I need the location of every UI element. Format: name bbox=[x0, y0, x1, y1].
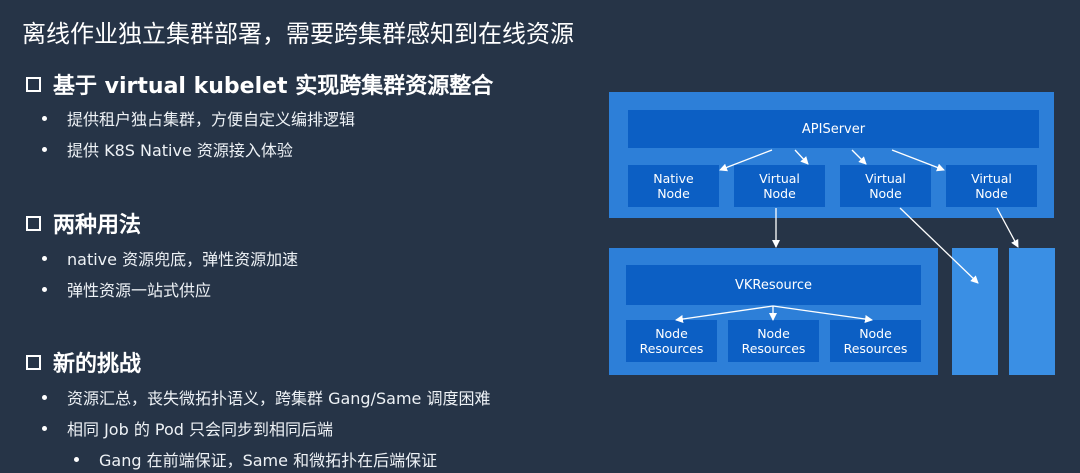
bullet-text: 资源汇总，丧失微拓扑语义，跨集群 Gang/Same 调度困难 bbox=[67, 389, 491, 408]
node-label-line2: Node bbox=[975, 186, 1008, 201]
section-heading-text: 新的挑战 bbox=[53, 352, 142, 377]
checkbox-square-icon bbox=[26, 76, 41, 92]
resource-label-line1: Node bbox=[757, 326, 790, 341]
resource-label-line2: Resources bbox=[843, 341, 908, 356]
arrow-vk-to-res3 bbox=[772, 305, 873, 323]
bullet-dot-icon bbox=[42, 146, 47, 152]
arrow-vnode-to-external2 bbox=[996, 207, 1019, 248]
node-resources-box: Node Resources bbox=[728, 320, 819, 362]
bullet-item: 资源汇总，丧失微拓扑语义，跨集群 Gang/Same 调度困难 bbox=[42, 385, 490, 409]
node-box-virtual: Virtual Node bbox=[734, 165, 825, 207]
vkresource-box: VKResource bbox=[626, 265, 921, 305]
bullet-item: 弹性资源一站式供应 bbox=[42, 277, 211, 301]
arrow-vnode-to-external1 bbox=[899, 207, 979, 284]
resource-label-line1: Node bbox=[859, 326, 892, 341]
bullet-text: 相同 Job 的 Pod 只会同步到相同后端 bbox=[67, 420, 334, 439]
bullet-dot-icon bbox=[42, 425, 47, 431]
external-cluster-box bbox=[1009, 248, 1055, 375]
bullet-item: native 资源兜底，弹性资源加速 bbox=[42, 246, 298, 270]
bullet-dot-icon bbox=[74, 456, 79, 462]
apiserver-label: APIServer bbox=[801, 121, 866, 137]
arrow-vk-to-res1 bbox=[675, 305, 774, 323]
node-label-line1: Virtual bbox=[759, 171, 800, 186]
node-resources-box: Node Resources bbox=[830, 320, 921, 362]
external-cluster-box bbox=[952, 248, 998, 375]
section-heading-text: 两种用法 bbox=[53, 213, 142, 238]
node-label-line2: Node bbox=[763, 186, 796, 201]
section-heading-challenge: 新的挑战 bbox=[26, 346, 141, 378]
node-box-virtual: Virtual Node bbox=[840, 165, 931, 207]
node-label-line2: Node bbox=[869, 186, 902, 201]
resource-label-line2: Resources bbox=[741, 341, 806, 356]
checkbox-square-icon bbox=[26, 354, 41, 370]
bullet-text: 提供 K8S Native 资源接入体验 bbox=[67, 141, 293, 160]
bullet-dot-icon bbox=[42, 255, 47, 261]
bullet-text: 弹性资源一站式供应 bbox=[67, 281, 212, 300]
section-heading-text: 基于 virtual kubelet 实现跨集群资源整合 bbox=[53, 74, 494, 99]
node-label-line2: Node bbox=[657, 186, 690, 201]
node-box-native: Native Node bbox=[628, 165, 719, 207]
apiserver-box: APIServer bbox=[628, 110, 1039, 148]
node-label-line1: Native bbox=[653, 171, 694, 186]
resource-label-line2: Resources bbox=[639, 341, 704, 356]
bullet-dot-icon bbox=[42, 394, 47, 400]
section-heading-vk: 基于 virtual kubelet 实现跨集群资源整合 bbox=[26, 68, 493, 100]
node-resources-box: Node Resources bbox=[626, 320, 717, 362]
node-box-virtual: Virtual Node bbox=[946, 165, 1037, 207]
vkresource-label: VKResource bbox=[734, 277, 813, 293]
sub-bullet-item: Gang 在前端保证，Same 和微拓扑在后端保证 bbox=[74, 447, 437, 471]
bullet-item: 相同 Job 的 Pod 只会同步到相同后端 bbox=[42, 416, 333, 440]
section-heading-usage: 两种用法 bbox=[26, 207, 141, 239]
checkbox-square-icon bbox=[26, 215, 41, 231]
arrow-api-to-vnode1 bbox=[794, 149, 809, 165]
arrow-api-to-native bbox=[719, 149, 773, 172]
arrow-api-to-vnode2 bbox=[851, 149, 867, 165]
resource-label-line1: Node bbox=[655, 326, 688, 341]
bullet-text: native 资源兜底，弹性资源加速 bbox=[67, 250, 299, 269]
node-label-line1: Virtual bbox=[865, 171, 906, 186]
bullet-text: 提供租户独占集群，方便自定义编排逻辑 bbox=[67, 110, 356, 129]
bullet-dot-icon bbox=[42, 115, 47, 121]
page-title: 离线作业独立集群部署，需要跨集群感知到在线资源 bbox=[22, 20, 574, 48]
arrow-api-to-vnode3 bbox=[891, 149, 945, 172]
bullet-item: 提供 K8S Native 资源接入体验 bbox=[42, 137, 293, 161]
bullet-dot-icon bbox=[42, 286, 47, 292]
bullet-text: Gang 在前端保证，Same 和微拓扑在后端保证 bbox=[99, 451, 438, 470]
node-label-line1: Virtual bbox=[971, 171, 1012, 186]
bullet-item: 提供租户独占集群，方便自定义编排逻辑 bbox=[42, 106, 355, 130]
